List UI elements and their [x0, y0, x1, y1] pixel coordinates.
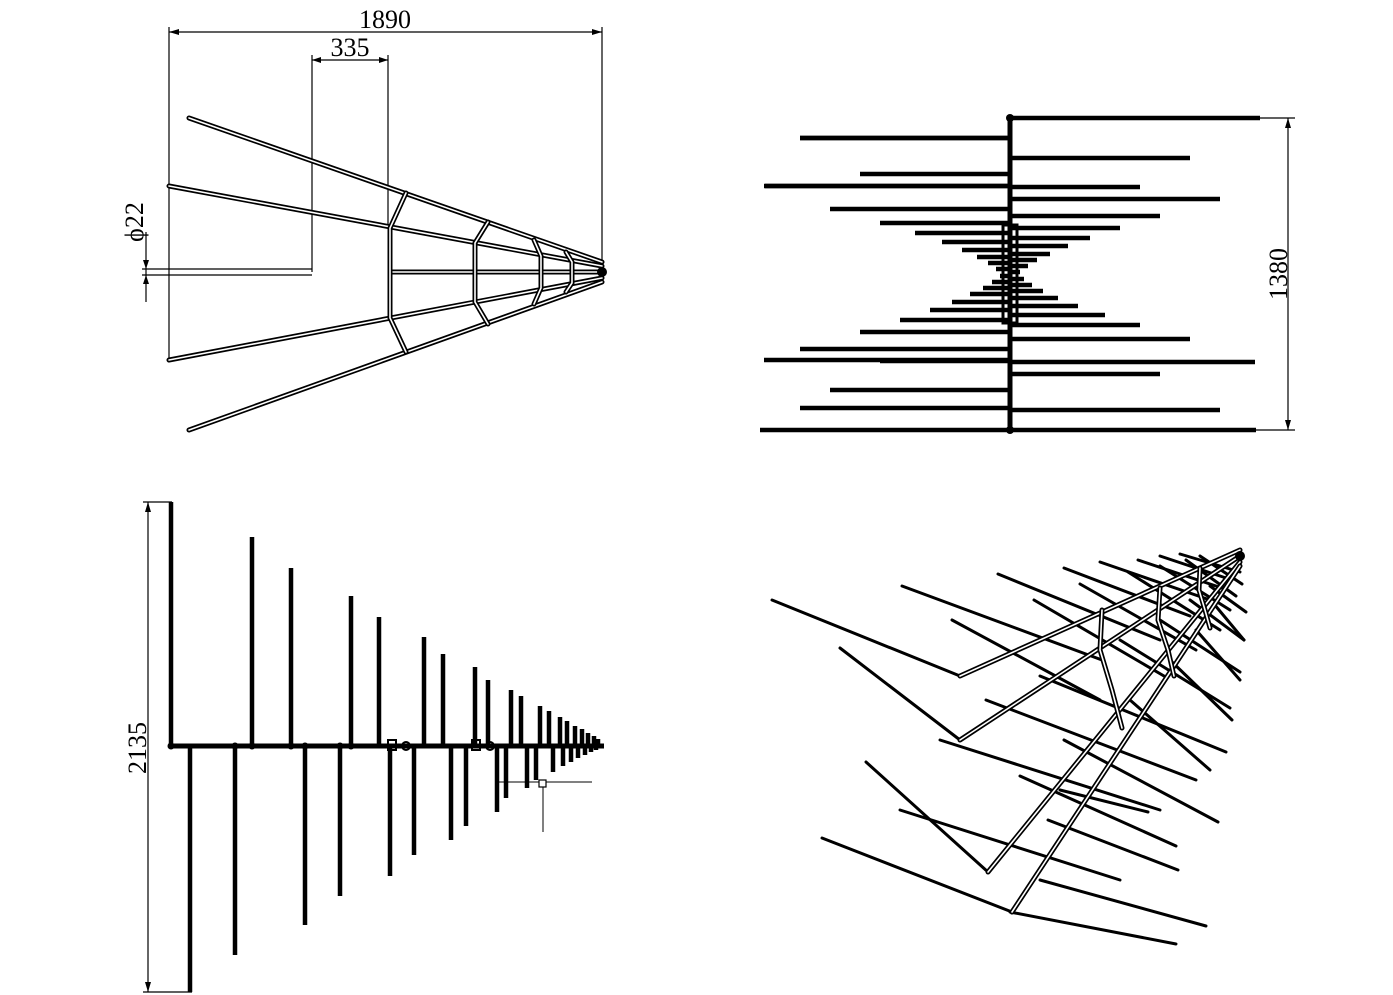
iso-element-11 [1018, 774, 1178, 848]
dimension-phi22-label: ϕ22 [120, 202, 149, 242]
connector-detail [387, 739, 592, 832]
front-elements [760, 115, 1260, 433]
iso-element-2 [820, 836, 1014, 914]
dimension-1890: 1890 [168, 5, 603, 360]
front-view: 1380 [760, 114, 1295, 434]
iso-element-34 [1058, 788, 1150, 814]
iso-element-14 [1038, 674, 1228, 754]
iso-element-3 [864, 760, 990, 874]
iso-element-0 [770, 598, 962, 678]
iso-element-31 [1212, 602, 1246, 642]
iso-cross-frames [1097, 565, 1213, 731]
iso-element-12 [1062, 566, 1192, 618]
side-view: 2135 [123, 501, 604, 993]
iso-element-15 [1062, 738, 1220, 824]
iso-element-32 [1038, 878, 1208, 928]
isometric-view [770, 547, 1248, 946]
iso-elements [770, 552, 1248, 946]
dimension-335-label: 335 [331, 33, 370, 62]
dimension-phi22: ϕ22 [120, 202, 312, 302]
plan-view: 1890 335 ϕ22 [120, 5, 607, 433]
iso-element-20 [1136, 558, 1224, 590]
iso-element-16 [1098, 560, 1212, 602]
iso-element-26 [1188, 598, 1246, 642]
cross-frames [387, 190, 575, 355]
iso-element-6 [938, 738, 1162, 812]
iso-element-1 [838, 646, 962, 742]
iso-element-23 [1168, 658, 1234, 722]
boom-tubes [166, 115, 605, 433]
dimension-1380-label: 1380 [1264, 248, 1293, 300]
dimension-335: 335 [311, 33, 389, 272]
dimension-1380: 1380 [1255, 117, 1295, 431]
iso-element-4 [900, 584, 1104, 662]
iso-element-27 [1194, 628, 1242, 682]
dimension-1890-label: 1890 [359, 5, 411, 34]
iso-element-10 [984, 698, 1198, 782]
iso-element-33 [1008, 910, 1178, 946]
dimension-2135: 2135 [123, 501, 192, 993]
iso-element-5 [950, 618, 1102, 702]
dimension-2135-label: 2135 [123, 722, 152, 774]
